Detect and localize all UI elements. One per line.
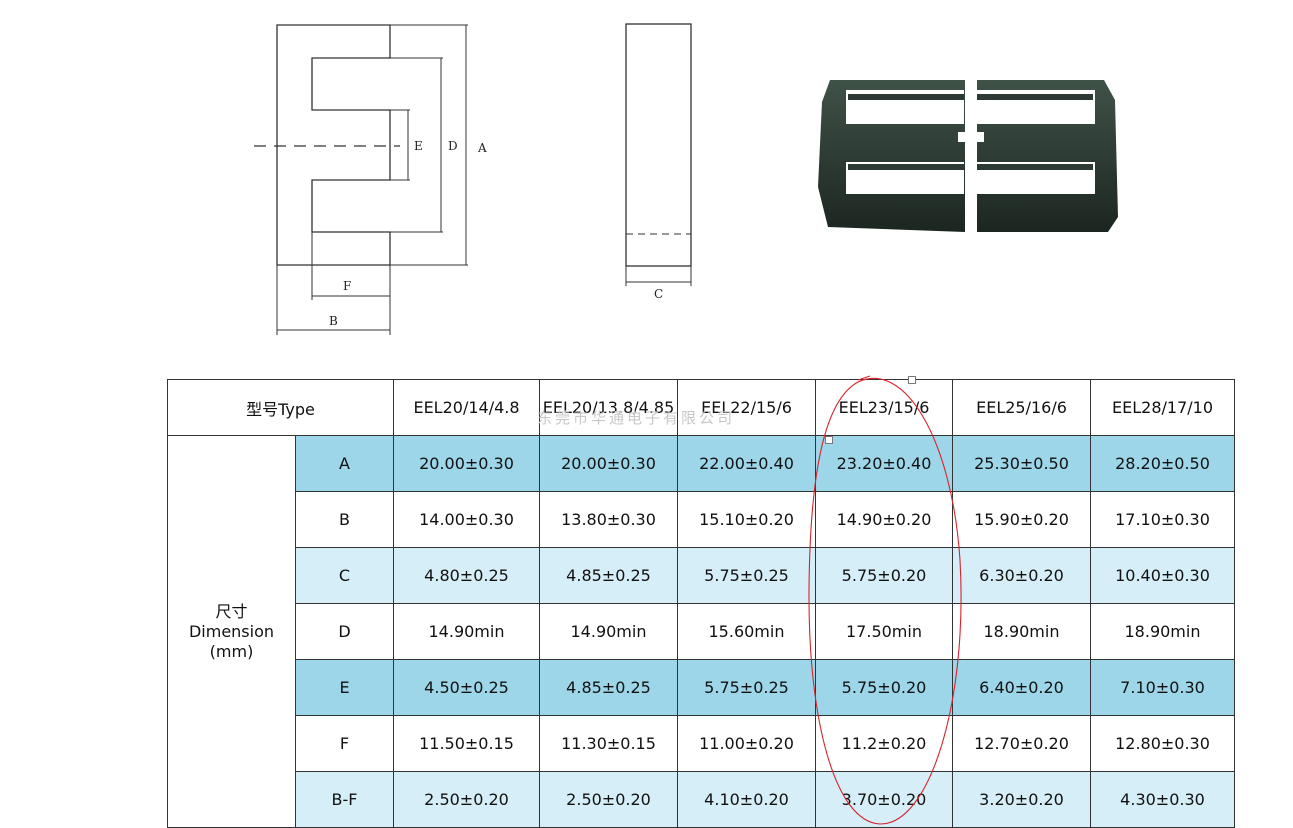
dimension-label: A: [295, 435, 394, 492]
model-header: EEL20/14/4.8: [393, 379, 540, 436]
specification-table: 型号Type EEL20/14/4.8 EEL20/13.8/4.85 EEL2…: [167, 379, 1235, 828]
dim-label-c: C: [654, 287, 663, 301]
selection-handle[interactable]: [908, 376, 916, 384]
dimension-value: 17.50min: [815, 603, 953, 660]
dimension-group-label-en: Dimension: [188, 621, 275, 641]
dimension-group-label-cn: 尺寸: [215, 601, 248, 621]
dimension-value: 6.30±0.20: [952, 547, 1091, 604]
dimension-value: 4.30±0.30: [1090, 771, 1235, 828]
e-core-outline: [276, 24, 391, 266]
model-header: EEL23/15/6: [815, 379, 953, 436]
dim-label-f: F: [343, 279, 351, 293]
dim-label-b: B: [329, 314, 338, 328]
dimension-value: 17.10±0.30: [1090, 491, 1235, 548]
dimension-value: 12.70±0.20: [952, 715, 1091, 772]
dimension-value: 4.80±0.25: [393, 547, 540, 604]
table-header-row: 型号Type EEL20/14/4.8 EEL20/13.8/4.85 EEL2…: [167, 379, 1235, 436]
dimension-value: 15.90±0.20: [952, 491, 1091, 548]
dimension-value: 20.00±0.30: [393, 435, 540, 492]
dimension-value: 4.50±0.25: [393, 659, 540, 716]
dimension-value: 5.75±0.25: [677, 659, 816, 716]
dim-label-e: E: [414, 139, 423, 153]
dimension-value: 18.90min: [952, 603, 1091, 660]
selection-handle[interactable]: [825, 436, 833, 444]
dimension-value: 15.60min: [677, 603, 816, 660]
dimension-label: D: [295, 603, 394, 660]
dimension-value: 4.10±0.20: [677, 771, 816, 828]
dimension-label: E: [295, 659, 394, 716]
core-dimension-drawing: E D A F B C: [254, 23, 692, 335]
dimension-label: C: [295, 547, 394, 604]
dimension-value: 3.70±0.20: [815, 771, 953, 828]
dimension-value: 6.40±0.20: [952, 659, 1091, 716]
dimension-value: 5.75±0.25: [677, 547, 816, 604]
dimension-value: 3.20±0.20: [952, 771, 1091, 828]
dimension-value: 22.00±0.40: [677, 435, 816, 492]
dimension-value: 12.80±0.30: [1090, 715, 1235, 772]
side-view-outline: [625, 23, 692, 267]
ferrite-core-photo: [818, 80, 1118, 232]
dimension-value: 11.2±0.20: [815, 715, 953, 772]
dimension-value: 13.80±0.30: [539, 491, 678, 548]
dimension-value: 11.50±0.15: [393, 715, 540, 772]
dimension-value: 14.00±0.30: [393, 491, 540, 548]
model-header: EEL22/15/6: [677, 379, 816, 436]
dimension-value: 10.40±0.30: [1090, 547, 1235, 604]
model-header: EEL25/16/6: [952, 379, 1091, 436]
model-header: EEL20/13.8/4.85: [539, 379, 678, 436]
dimension-group-label-unit: (mm): [209, 641, 254, 661]
dimension-value: 2.50±0.20: [393, 771, 540, 828]
dimension-label: F: [295, 715, 394, 772]
type-header: 型号Type: [167, 379, 394, 436]
dimension-value: 14.90min: [393, 603, 540, 660]
dimension-value: 4.85±0.25: [539, 547, 678, 604]
dimension-value: 5.75±0.20: [815, 659, 953, 716]
dim-label-d: D: [448, 139, 458, 153]
dimension-label: B-F: [295, 771, 394, 828]
dimension-value: 20.00±0.30: [539, 435, 678, 492]
model-header: EEL28/17/10: [1090, 379, 1235, 436]
dimension-value: 2.50±0.20: [539, 771, 678, 828]
dimension-value: 11.00±0.20: [677, 715, 816, 772]
dimension-value: 14.90±0.20: [815, 491, 953, 548]
dimension-value: 23.20±0.40: [815, 435, 953, 492]
dimension-value: 7.10±0.30: [1090, 659, 1235, 716]
dimension-value: 18.90min: [1090, 603, 1235, 660]
dimension-value: 25.30±0.50: [952, 435, 1091, 492]
dim-label-a: A: [477, 141, 487, 155]
dimension-label: B: [295, 491, 394, 548]
dimension-value: 4.85±0.25: [539, 659, 678, 716]
dimension-value: 28.20±0.50: [1090, 435, 1235, 492]
dimension-value: 15.10±0.20: [677, 491, 816, 548]
dimension-value: 5.75±0.20: [815, 547, 953, 604]
dimension-value: 11.30±0.15: [539, 715, 678, 772]
dimension-value: 14.90min: [539, 603, 678, 660]
